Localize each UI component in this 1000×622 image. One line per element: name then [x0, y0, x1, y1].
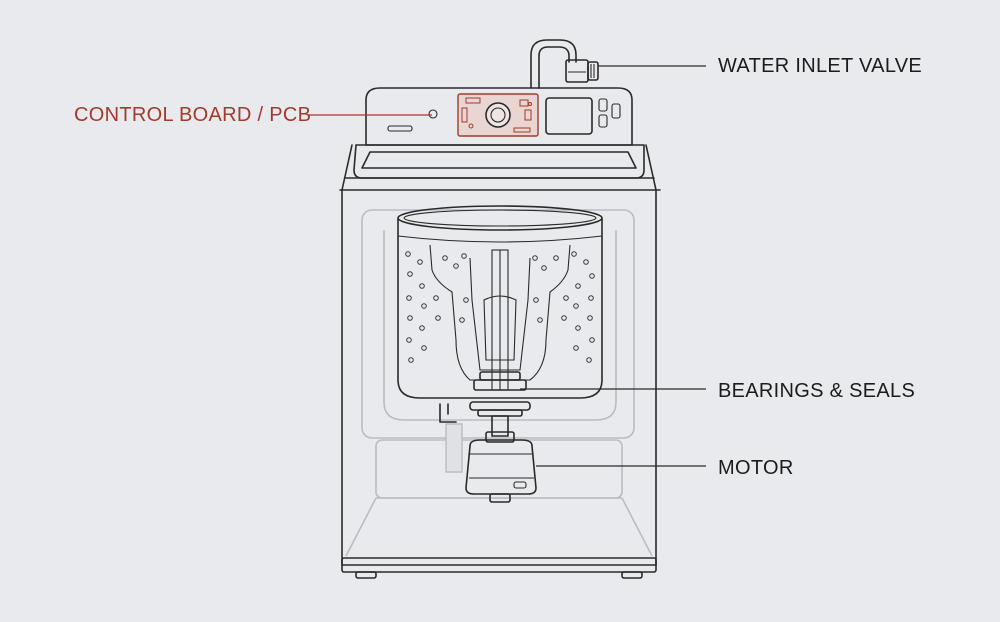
motor-label: MOTOR	[718, 457, 794, 479]
control-board-pcb	[457, 93, 539, 137]
bearings-seals-drawing	[439, 371, 531, 473]
washer-drum	[383, 205, 617, 421]
motor-drawing	[465, 431, 537, 503]
water-inlet-valve-label: WATER INLET VALVE	[718, 55, 923, 77]
bearings-seals-label: BEARINGS & SEALS	[718, 380, 916, 402]
control-board-label: CONTROL BOARD / PCB	[74, 104, 312, 126]
washer-top	[339, 144, 661, 191]
washer-cabinet	[341, 144, 657, 579]
control-console	[365, 87, 633, 146]
water-inlet-valve-drawing	[530, 39, 599, 89]
